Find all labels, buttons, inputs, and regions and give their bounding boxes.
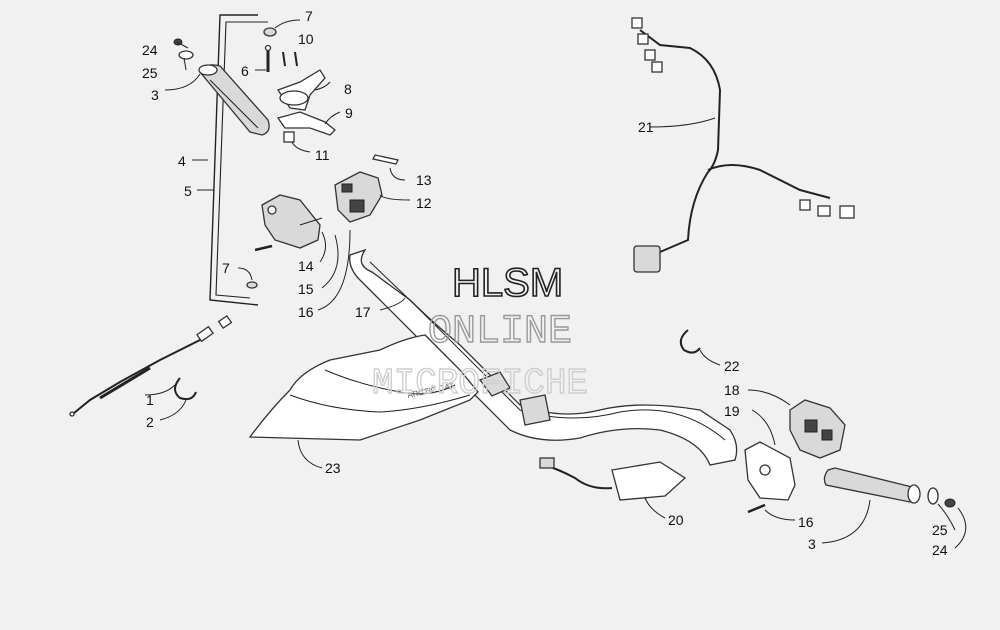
washer-part-25-right — [927, 487, 939, 505]
leader-lines — [144, 19, 967, 549]
callout-7-bottom: 7 — [222, 260, 230, 276]
part-11-block — [283, 131, 295, 143]
callout-17: 17 — [355, 304, 371, 320]
switch-housing-part-12 — [334, 171, 383, 223]
callout-7-top: 7 — [305, 8, 313, 24]
callout-22: 22 — [724, 358, 740, 374]
left-group-bracket — [209, 14, 268, 306]
clamp-part-22 — [679, 329, 701, 354]
callout-20: 20 — [668, 512, 684, 528]
callout-6: 6 — [241, 63, 249, 79]
callout-15: 15 — [298, 281, 314, 297]
callout-24-right: 24 — [932, 542, 948, 558]
callout-23: 23 — [325, 460, 341, 476]
screw-part-16-right — [747, 503, 766, 514]
left-grip-part-3 — [198, 64, 270, 136]
callout-10: 10 — [298, 31, 314, 47]
watermark-line-2: ONLINE — [428, 310, 572, 355]
right-grip-part-3 — [823, 467, 921, 504]
wiring-harness-part-21 — [631, 17, 855, 273]
callout-9: 9 — [345, 105, 353, 121]
callout-3-left: 3 — [151, 87, 159, 103]
callout-19: 19 — [724, 403, 740, 419]
callout-4: 4 — [178, 153, 186, 169]
callout-21: 21 — [638, 119, 654, 135]
callout-1: 1 — [146, 392, 154, 408]
part-9-bracket — [276, 111, 336, 136]
switch-part-20 — [539, 457, 687, 501]
part-10-pins — [282, 51, 298, 67]
part-6-pin — [264, 44, 272, 72]
part-25-washer-left — [178, 50, 194, 60]
callout-25-left: 25 — [142, 65, 158, 81]
callout-11: 11 — [315, 147, 330, 163]
callout-3-right: 3 — [808, 536, 816, 552]
callout-12: 12 — [416, 195, 432, 211]
right-switch-part-18 — [789, 399, 846, 459]
callout-8: 8 — [344, 81, 352, 97]
brake-housing-part-19 — [744, 441, 796, 501]
screw-part-24-right — [944, 498, 956, 508]
throttle-cable-part-1 — [69, 314, 233, 417]
callout-16-left: 16 — [298, 304, 314, 320]
watermark-line-3: MICROFICHE — [372, 363, 588, 404]
callout-14: 14 — [298, 258, 314, 274]
callout-24-left: 24 — [142, 42, 158, 58]
screw-part-16-left — [254, 244, 273, 252]
clamp-part-2 — [174, 377, 197, 401]
callout-2: 2 — [146, 414, 154, 430]
callout-18: 18 — [724, 382, 740, 398]
watermark: HLSM ONLINE MICROFICHE — [371, 260, 588, 405]
callout-25-right: 25 — [932, 522, 948, 538]
handlebar-pad-part-23: ARCTIC CAT — [248, 334, 479, 441]
part-7-nut-top — [263, 27, 277, 37]
throttle-housing-part-15 — [261, 194, 323, 249]
nut-part-7-bottom — [246, 281, 258, 289]
throttle-lever-part-8 — [277, 69, 326, 111]
callout-16-right: 16 — [798, 514, 814, 530]
callout-5: 5 — [184, 183, 192, 199]
switch-label-part-13 — [372, 154, 399, 165]
callout-numbers: 24 25 3 4 5 6 7 7 8 9 10 11 12 13 14 15 … — [142, 8, 948, 558]
callout-13: 13 — [416, 172, 432, 188]
watermark-line-1: HLSM — [452, 261, 563, 305]
